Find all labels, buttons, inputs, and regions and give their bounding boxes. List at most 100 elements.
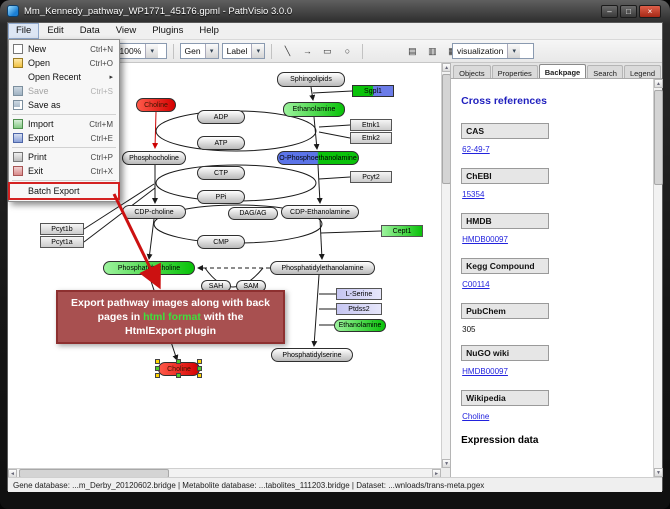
pathway-node[interactable]: Phosphocholine [122, 151, 186, 165]
scrollbar-thumb[interactable] [19, 469, 169, 477]
pathway-node[interactable]: Choline [136, 98, 176, 112]
xref-link[interactable]: 15354 [462, 190, 485, 199]
canvas-horizontal-scrollbar[interactable]: ◄ ► [8, 468, 442, 477]
selection-handle[interactable] [197, 373, 202, 378]
pathway-node[interactable]: Etnk1 [350, 119, 392, 131]
menu-item-label: Open Recent [28, 72, 82, 82]
minimize-button[interactable]: – [601, 4, 618, 18]
tab-backpage[interactable]: Backpage [538, 64, 587, 78]
shape-tool-button[interactable]: ▭ [318, 43, 336, 60]
save-icon [13, 86, 23, 96]
xref-link[interactable]: C00114 [462, 280, 490, 289]
menubar-item-plugins[interactable]: Plugins [152, 25, 184, 36]
selection-handle[interactable] [155, 366, 160, 371]
pathway-node[interactable]: Pcyt2 [350, 171, 392, 183]
label-combobox[interactable]: Label ▾ [221, 43, 266, 59]
new-icon [13, 44, 23, 54]
label-combo-label: Label [226, 46, 248, 56]
pathway-node[interactable]: Phosphatidylethanolamine [270, 261, 375, 275]
pathway-node[interactable]: L-Serine [336, 288, 382, 300]
xref-link[interactable]: HMDB00097 [462, 235, 508, 244]
file-menu-item-save-as[interactable]: Save as [9, 98, 119, 112]
menubar-item-file[interactable]: File [8, 23, 40, 39]
pathway-node[interactable]: CDP-Ethanolamine [281, 205, 359, 219]
pathway-node[interactable]: CMP [197, 235, 245, 249]
scroll-up-button[interactable]: ▲ [654, 79, 663, 88]
scroll-up-button[interactable]: ▲ [442, 63, 451, 72]
selection-handle[interactable] [176, 373, 181, 378]
selection-handle[interactable] [155, 359, 160, 364]
xref-link[interactable]: Choline [462, 412, 490, 421]
pathway-node[interactable]: CDP-choline [122, 205, 186, 219]
window-title: Mm_Kennedy_pathway_WP1771_45176.gpml - P… [24, 5, 293, 17]
pathway-node[interactable]: Sgpl1 [352, 85, 394, 97]
maximize-button[interactable]: □ [620, 4, 637, 18]
scroll-down-button[interactable]: ▼ [442, 459, 451, 468]
menubar-item-data[interactable]: Data [79, 25, 100, 36]
pathway-node[interactable]: ATP [197, 136, 245, 150]
ellipse-tool-button[interactable]: ○ [338, 43, 356, 60]
tab-properties[interactable]: Properties [491, 65, 538, 78]
tab-search[interactable]: Search [587, 65, 623, 78]
chevron-down-icon[interactable]: ▾ [145, 44, 159, 58]
pathway-node[interactable]: ADP [197, 110, 245, 124]
chevron-down-icon[interactable]: ▾ [507, 44, 521, 58]
pathway-node[interactable]: CTP [197, 166, 245, 180]
selection-handle[interactable] [155, 373, 160, 378]
scroll-right-button[interactable]: ► [432, 469, 442, 477]
blank-icon [13, 186, 23, 196]
tab-objects[interactable]: Objects [453, 65, 491, 78]
close-button[interactable]: × [639, 4, 661, 18]
file-menu-item-open-recent[interactable]: Open Recent▸ [9, 70, 119, 84]
selection-handle[interactable] [197, 359, 202, 364]
file-menu-item-batch-export[interactable]: Batch Export [8, 182, 120, 200]
pathway-node[interactable]: Phosphatidylcholine [103, 261, 195, 275]
canvas-vertical-scrollbar[interactable]: ▲ ▼ [441, 63, 451, 468]
pathway-node[interactable]: DAG/AG [228, 207, 278, 220]
line-tool-button[interactable]: ╲ [278, 43, 296, 60]
pathway-node[interactable]: Sphingolipids [277, 72, 345, 87]
backpage-section-header: CAS [461, 123, 550, 139]
align-center-button[interactable]: ▥ [423, 43, 441, 60]
menubar-item-edit[interactable]: Edit [47, 25, 64, 36]
pathway-node[interactable]: Phosphatidylserine [271, 348, 353, 362]
xref-link[interactable]: 62-49-7 [462, 145, 490, 154]
pathway-node[interactable]: PPi [197, 190, 245, 204]
pathway-node[interactable]: Ptdss2 [336, 303, 382, 315]
pathway-node[interactable]: Pcyt1a [40, 236, 84, 248]
pathway-node[interactable]: O-Phosphoethanolamine [277, 151, 359, 165]
menubar-item-view[interactable]: View [115, 25, 137, 36]
chevron-down-icon[interactable]: ▾ [204, 44, 218, 58]
datanode-combobox[interactable]: Gen ▾ [179, 43, 219, 59]
xref-link[interactable]: HMDB00097 [462, 367, 508, 376]
scroll-left-button[interactable]: ◄ [8, 469, 17, 477]
pathway-node[interactable]: Ethanolamine [334, 319, 386, 332]
pathway-node[interactable]: Etnk2 [350, 132, 392, 144]
print-icon [13, 152, 23, 162]
panel-vertical-scrollbar[interactable]: ▲ ▼ [653, 79, 663, 477]
chevron-down-icon[interactable]: ▾ [251, 44, 265, 58]
scrollbar-thumb[interactable] [654, 90, 663, 185]
pathway-node[interactable]: Pcyt1b [40, 223, 84, 235]
pathway-node[interactable]: Cept1 [381, 225, 423, 237]
scrollbar-thumb[interactable] [442, 74, 451, 184]
zoom-combobox[interactable]: 100% ▾ [114, 43, 167, 59]
tab-legend[interactable]: Legend [623, 65, 661, 78]
selection-handle[interactable] [176, 359, 181, 364]
pathway-node[interactable]: Ethanolamine [283, 102, 345, 117]
visualization-combobox[interactable]: visualization ▾ [452, 43, 534, 59]
scroll-down-button[interactable]: ▼ [654, 468, 663, 477]
arrow-tool-button[interactable]: → [298, 43, 316, 60]
backpage-section-header: ChEBI [461, 168, 550, 184]
selection-handle[interactable] [197, 366, 202, 371]
menubar-item-help[interactable]: Help [199, 25, 219, 36]
open-icon [13, 58, 23, 68]
align-left-button[interactable]: ▤ [403, 43, 421, 60]
